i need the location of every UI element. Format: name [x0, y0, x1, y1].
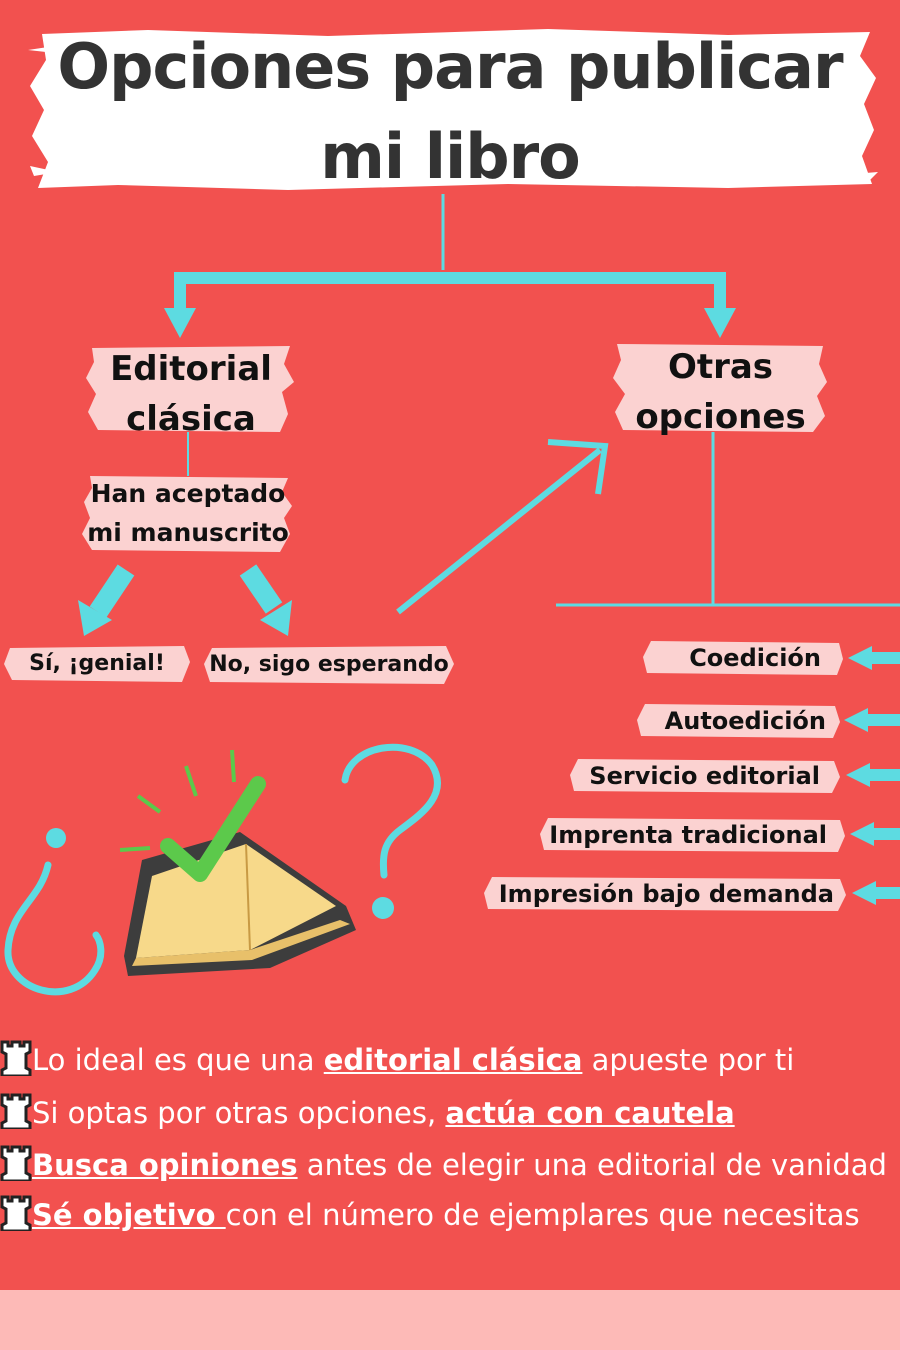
rook-icon	[0, 1093, 32, 1129]
tip-1: Lo ideal es que una editorial clásica ap…	[0, 1040, 900, 1077]
editorial-clasica-line-1: Editorial	[110, 349, 272, 389]
answer-yes-box: Sí, ¡genial!	[4, 644, 190, 684]
option-autoedicion-box: Autoedición	[637, 702, 840, 740]
option-imprenta-box: Imprenta tradicional	[540, 816, 845, 854]
otras-opciones-line-2: opciones	[635, 397, 806, 437]
title-line-1: Opciones para publicar	[57, 30, 843, 103]
status-line-1: Han aceptado	[90, 479, 286, 508]
tip-3: Busca opiniones antes de elegir una edit…	[0, 1145, 900, 1182]
option-arrows	[844, 646, 900, 905]
otras-opciones-line-1: Otras	[667, 347, 774, 387]
option-imprenta-tradicional: Imprenta tradicional	[549, 821, 827, 849]
rook-icon	[0, 1040, 32, 1076]
option-autoedicion: Autoedición	[664, 707, 826, 735]
footer-band	[0, 1290, 900, 1350]
book-icon	[124, 832, 356, 976]
tip-4: Sé objetivo con el número de ejemplares …	[0, 1195, 900, 1232]
title-brush-banner	[28, 29, 878, 190]
option-servicio-box: Servicio editorial	[570, 757, 840, 795]
arrow-head-left	[164, 308, 196, 338]
tip-1-bold: editorial clásica	[323, 1043, 583, 1077]
check-icon	[119, 749, 266, 882]
tip-3-bold: Busca opiniones	[32, 1148, 298, 1182]
option-servicio-editorial: Servicio editorial	[589, 762, 820, 790]
tip-2: Si optas por otras opciones, actúa con c…	[0, 1093, 900, 1130]
answer-no: No, sigo esperando	[209, 652, 449, 677]
flow-connectors	[78, 194, 900, 905]
rook-icon	[0, 1145, 32, 1181]
answer-yes: Sí, ¡genial!	[29, 651, 165, 676]
option-coedicion: Coedición	[689, 644, 821, 672]
option-impresion-bajo-demanda: Impresión bajo demanda	[498, 880, 834, 908]
tip-4-bold: Sé objetivo	[32, 1198, 226, 1232]
option-impresion-box: Impresión bajo demanda	[484, 875, 846, 913]
arrow-head-right	[704, 308, 736, 338]
question-icon	[341, 743, 441, 879]
tip-2-bold: actúa con cautela	[445, 1096, 735, 1130]
inverted-question-icon	[4, 861, 105, 996]
editorial-clasica-line-2: clásica	[126, 399, 256, 439]
illustration	[4, 743, 441, 996]
status-line-2: mi manuscrito	[87, 518, 289, 547]
status-box: Han aceptado mi manuscrito	[82, 474, 294, 554]
otras-opciones-box: Otras opciones	[613, 342, 828, 437]
editorial-clasica-box: Editorial clásica	[86, 344, 296, 439]
rook-icon	[0, 1195, 32, 1231]
title-line-2: mi libro	[320, 120, 581, 193]
answer-no-box: No, sigo esperando	[204, 644, 454, 686]
option-coedicion-box: Coedición	[643, 639, 843, 677]
